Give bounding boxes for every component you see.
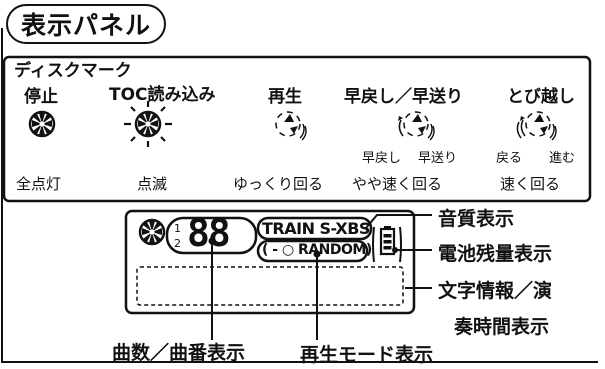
- sublabel-back: 戻る: [496, 151, 523, 166]
- svg-text:2: 2: [174, 237, 181, 250]
- disc-icon-toc-reading: [124, 101, 172, 147]
- callout-track-number: 曲数／曲番表示: [112, 342, 246, 364]
- train-capsule: [256, 216, 373, 241]
- lcd-text-area: [136, 266, 404, 306]
- desc-play: ゆっくり回る: [233, 175, 324, 193]
- desc-stop: 全点灯: [16, 175, 62, 193]
- battery-leader-dot: [392, 247, 398, 253]
- desc-toc-reading: 点滅: [137, 175, 168, 193]
- callout-char-info-1: 文字情報／演: [438, 280, 553, 302]
- disc-icon-skip: [516, 111, 557, 141]
- lcd-train-sxbs: TRAIN S-XBS: [262, 219, 370, 238]
- leader-lines: [211, 214, 432, 340]
- callout-char-info-2: 奏時間表示: [454, 316, 550, 338]
- track-leader-dot: [208, 237, 216, 245]
- panel-title: 表示パネル: [6, 4, 166, 44]
- callout-battery: 電池残量表示: [438, 243, 553, 265]
- outer-frame: [1, 28, 598, 363]
- mode-stop: 停止: [24, 87, 58, 107]
- sublabel-forward: 早送り: [418, 151, 458, 166]
- random-capsule: [256, 239, 369, 263]
- lcd-digits: 88: [187, 211, 231, 255]
- svg-text:1: 1: [174, 222, 181, 235]
- mode-leader-dot: [313, 250, 321, 258]
- battery-icon: [372, 226, 402, 263]
- desc-fast: やや速く回る: [352, 175, 443, 193]
- disc-icon-stop: [28, 110, 56, 138]
- mode-play: 再生: [268, 87, 302, 107]
- disc-icon-fast: [398, 111, 435, 141]
- disc-mark-panel: [2, 55, 592, 203]
- disc-mark-label: ディスクマーク: [14, 61, 132, 81]
- sublabel-rewind: 早戻し: [362, 151, 402, 166]
- callout-sound-quality: 音質表示: [438, 208, 515, 230]
- lcd-repeat-random: ( - ○ RANDOM): [262, 242, 372, 258]
- mode-fast: 早戻し／早送り: [344, 87, 463, 107]
- sublabel-next: 進む: [549, 151, 576, 166]
- callout-play-mode: 再生モード表示: [300, 344, 434, 366]
- mode-toc-reading: TOC読み込み: [109, 85, 216, 105]
- lcd-disc-icon: [138, 218, 166, 246]
- desc-skip: 速く回る: [500, 175, 561, 193]
- lcd-panel: 1 2: [124, 209, 416, 315]
- disc-icon-play: [275, 111, 307, 141]
- mode-skip: とび越し: [507, 87, 575, 107]
